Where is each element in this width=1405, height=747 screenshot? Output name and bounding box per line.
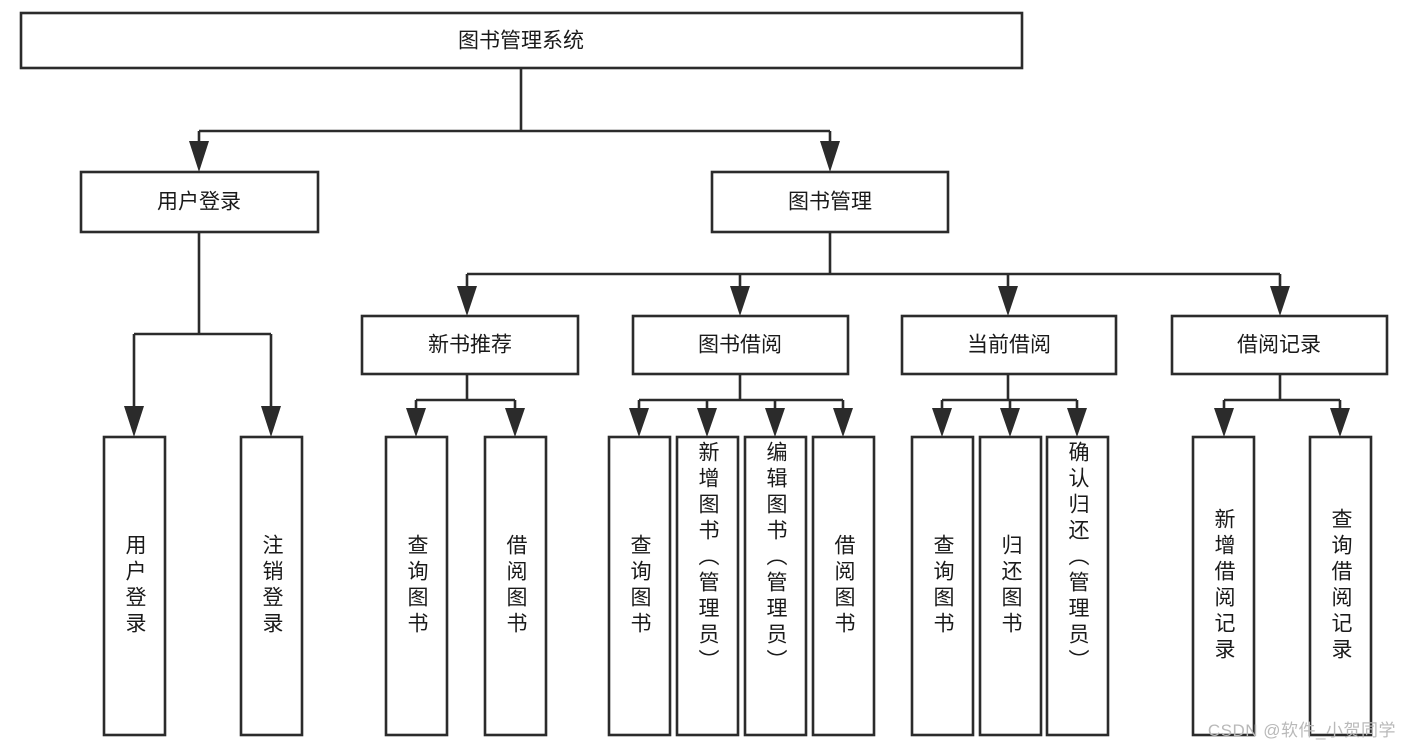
- node-user-login-label: 用户登录: [157, 191, 241, 214]
- leaf-group-borrow-record: [1191, 435, 1373, 737]
- node-new-book-recommend[interactable]: 新书推荐: [360, 314, 580, 376]
- node-book-management-rect[interactable]: [710, 170, 950, 234]
- arrow-head-bb-2: [697, 408, 717, 437]
- arrow-head-leaf-user-login: [124, 406, 144, 437]
- arrow-head-nb-2: [505, 408, 525, 437]
- connector-newbook-to-leaves: [406, 374, 525, 437]
- leaf-logout-rect[interactable]: [239, 435, 304, 737]
- leaf-bb-borrow-book-rect[interactable]: [811, 435, 876, 737]
- connector-root-to-level2: [189, 68, 840, 172]
- connector-borrowrecord-to-leaves: [1214, 374, 1350, 437]
- node-borrow-record-rect[interactable]: [1170, 314, 1389, 376]
- node-root[interactable]: 图书管理系统: [19, 11, 1024, 70]
- arrow-head-cb-1: [932, 408, 952, 437]
- arrow-head-book-mgmt: [820, 141, 840, 172]
- node-new-book-recommend-label: 新书推荐: [428, 334, 512, 357]
- leaf-nb-query-book-rect[interactable]: [384, 435, 449, 737]
- leaf-group-book-borrow: [607, 435, 876, 737]
- leaf-cb-query-book-rect[interactable]: [910, 435, 975, 737]
- leaf-cb-confirm-return-rect[interactable]: [1045, 435, 1110, 737]
- node-user-login[interactable]: 用户登录: [79, 170, 320, 234]
- leaf-nb-borrow-book-rect[interactable]: [483, 435, 548, 737]
- arrow-head-current-borrow: [998, 286, 1018, 316]
- arrow-head-bb-3: [765, 408, 785, 437]
- connector-bookmgmt-to-level3: [457, 232, 1290, 316]
- node-book-borrow[interactable]: 图书借阅: [631, 314, 850, 376]
- leaf-bb-edit-book-rect[interactable]: [743, 435, 808, 737]
- arrow-head-borrow-book: [730, 286, 750, 316]
- arrow-head-bb-4: [833, 408, 853, 437]
- arrow-head-borrow-record: [1270, 286, 1290, 316]
- arrow-head-br-2: [1330, 408, 1350, 437]
- arrow-head-br-1: [1214, 408, 1234, 437]
- arrow-head-bb-1: [629, 408, 649, 437]
- leaf-br-add-record-rect[interactable]: [1191, 435, 1256, 737]
- node-new-book-recommend-rect[interactable]: [360, 314, 580, 376]
- leaf-br-query-record-rect[interactable]: [1308, 435, 1373, 737]
- leaf-group-current-borrow: [910, 435, 1110, 737]
- node-book-borrow-rect[interactable]: [631, 314, 850, 376]
- csdn-watermark: CSDN @软件_小贺同学: [1207, 721, 1396, 740]
- node-current-borrow-rect[interactable]: [900, 314, 1118, 376]
- connector-borrowbook-to-leaves: [629, 374, 853, 437]
- node-book-management[interactable]: 图书管理: [710, 170, 950, 234]
- node-current-borrow[interactable]: 当前借阅: [900, 314, 1118, 376]
- node-current-borrow-label: 当前借阅: [967, 334, 1051, 357]
- node-borrow-record-label: 借阅记录: [1237, 334, 1321, 357]
- arrow-head-cb-2: [1000, 408, 1020, 437]
- arrow-head-nb-1: [406, 408, 426, 437]
- arrow-head-new-book: [457, 286, 477, 316]
- leaf-cb-return-book-rect[interactable]: [978, 435, 1043, 737]
- arrow-head-cb-3: [1067, 408, 1087, 437]
- arrow-head-leaf-logout: [261, 406, 281, 437]
- leaf-bb-query-book-rect[interactable]: [607, 435, 672, 737]
- connector-currentborrow-to-leaves: [932, 374, 1087, 437]
- arrow-head-user-login: [189, 141, 209, 172]
- leaf-group-new-book: [384, 435, 548, 737]
- connector-userlogin-to-leaves: [124, 232, 281, 437]
- node-book-management-label: 图书管理: [788, 191, 872, 214]
- node-root-label: 图书管理系统: [458, 30, 584, 53]
- node-user-login-rect[interactable]: [79, 170, 320, 234]
- leaf-group-user-login: [102, 435, 304, 737]
- node-book-borrow-label: 图书借阅: [698, 334, 782, 357]
- leaf-user-login-rect[interactable]: [102, 435, 167, 737]
- node-borrow-record[interactable]: 借阅记录: [1170, 314, 1389, 376]
- node-root-rect[interactable]: [19, 11, 1024, 70]
- leaf-bb-add-book-rect[interactable]: [675, 435, 740, 737]
